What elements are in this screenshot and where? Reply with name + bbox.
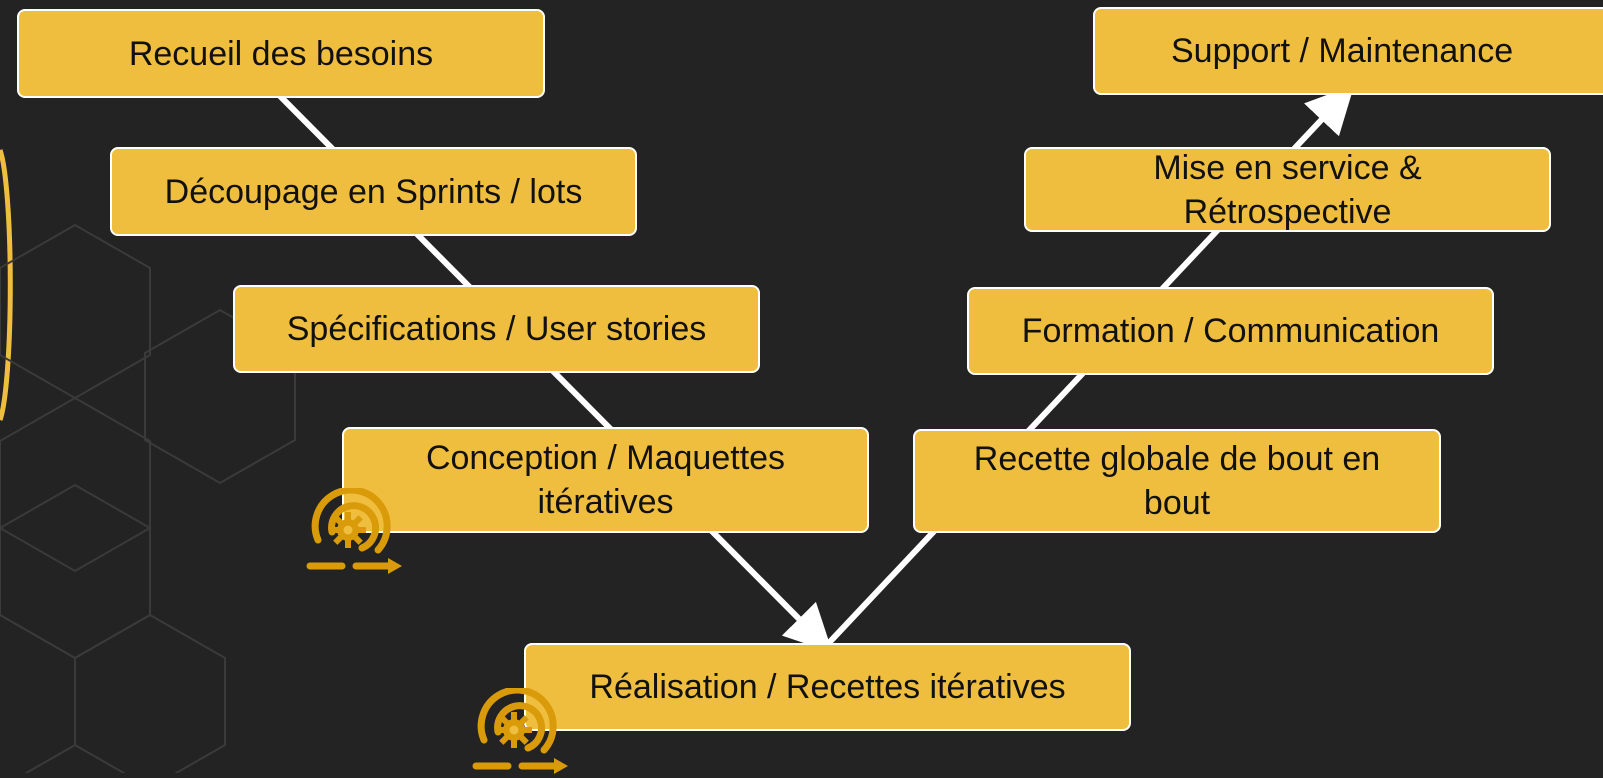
step-recette-globale: Recette globale de bout en bout [913, 429, 1441, 533]
step-recueil-des-besoins: Recueil des besoins [17, 9, 545, 98]
step-conception-maquettes: Conception / Maquettes itératives [342, 427, 869, 533]
step-label: Mise en service & Rétrospective [1153, 148, 1422, 231]
iteration-gear-icon [472, 688, 568, 774]
step-label: Réalisation / Recettes itératives [589, 668, 1066, 706]
step-mise-en-service: Mise en service & Rétrospective [1024, 147, 1551, 232]
hexagon-pattern [0, 223, 296, 773]
step-specifications: Spécifications / User stories [233, 285, 760, 373]
step-label: Conception / Maquettes itératives [425, 439, 786, 521]
step-label: Spécifications / User stories [286, 310, 707, 348]
step-label: Formation / Communication [1021, 312, 1440, 350]
step-label: Recette globale de bout en bout [973, 440, 1381, 522]
iteration-gear-icon [306, 488, 402, 574]
step-support-maintenance: Support / Maintenance [1093, 7, 1603, 95]
step-realisation: Réalisation / Recettes itératives [524, 643, 1131, 731]
step-label: Recueil des besoins [128, 34, 434, 73]
step-label: Découpage en Sprints / lots [164, 172, 583, 211]
step-decoupage-en-sprints: Découpage en Sprints / lots [110, 147, 637, 236]
step-formation-communication: Formation / Communication [967, 287, 1494, 375]
step-label: Support / Maintenance [1171, 32, 1514, 70]
